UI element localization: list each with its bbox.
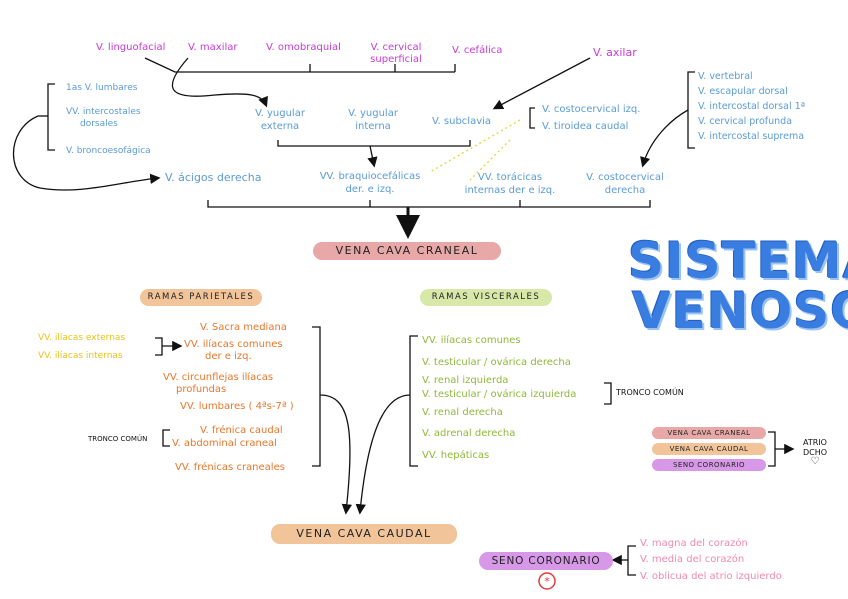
v-costocervical-derecha-1: V. costocervical — [586, 172, 664, 183]
v-cefalica: V. cefálica — [452, 45, 503, 56]
v-cervical-profunda: V. cervical profunda — [698, 116, 793, 127]
v-costocervical-izq: V. costocervical izq. — [542, 104, 641, 115]
v-abdominal-craneal: V. abdominal craneal — [172, 438, 277, 449]
visceral-iliacas-comunes: VV. ilíacas comunes — [422, 335, 521, 346]
v-oblicua-atrio: V. oblicua del atrio izquierdo — [640, 571, 782, 582]
vv-circunflejas-1: VV. circunflejas ilíacas — [163, 372, 274, 383]
vv-lumbares-47: VV. lumbares ( 4ªs-7ª ) — [180, 401, 294, 412]
right-blue-list: V. vertebral V. escapular dorsal V. inte… — [698, 69, 805, 144]
atrio-label-1: ATRIO — [803, 438, 827, 447]
title-sistema: SISTEMA — [628, 232, 848, 290]
v-yugular-interna-1: V. yugular — [348, 108, 398, 119]
v-media-corazon: V. media del corazón — [640, 554, 745, 565]
tronco-comun-right: TRONCO COMÚN — [616, 388, 684, 397]
legend-caudal: VENA CAVA CAUDAL — [652, 443, 766, 455]
vv-braquiocefalicas-1: VV. braquiocefálicas — [319, 171, 421, 182]
v-sacra-mediana: V. Sacra mediana — [200, 322, 287, 333]
title-venoso: VENOSO — [632, 282, 848, 340]
v-intercostal-dorsal: V. intercostal dorsal 1ª — [698, 101, 806, 112]
vv-toracicas-1: VV. torácicas — [477, 172, 543, 183]
ramas-parietales-label: RAMAS PARIETALES — [140, 289, 262, 306]
v-vertebral: V. vertebral — [698, 71, 753, 82]
v-yugular-interna-2: interna — [355, 121, 391, 132]
v-frenica-caudal: V. frénica caudal — [200, 425, 283, 436]
visceral-testicular-derecha: V. testicular / ovárica derecha — [422, 357, 571, 368]
tronco-comun-left: TRONCO COMÚN — [88, 435, 148, 443]
v-intercostal-suprema: V. intercostal suprema — [698, 131, 805, 142]
v-yugular-externa-1: V. yugular — [255, 108, 305, 119]
vv-intercostales-1: VV. intercostales — [66, 107, 141, 117]
legend-craneal: VENA CAVA CRANEAL — [652, 427, 766, 439]
v-escapular-dorsal: V. escapular dorsal — [698, 86, 788, 97]
seno-coronario-label: SENO CORONARIO — [479, 552, 613, 570]
v-linguofacial: V. linguofacial — [96, 42, 166, 53]
vv-iliacas-internas: VV. ilíacas internas — [38, 351, 123, 361]
v-costocervical-derecha-2: derecha — [604, 185, 646, 196]
v-axilar: V. axilar — [593, 46, 637, 59]
v-azigos-derecha: V. ácigos derecha — [165, 171, 262, 184]
v-omobraquial: V. omobraquial — [266, 42, 341, 53]
legend-seno: SENO CORONARIO — [652, 459, 766, 471]
visceral-renal-izquierda: V. renal izquierda — [422, 375, 509, 386]
vv-frenicas-craneales: VV. frénicas craneales — [175, 462, 285, 473]
atrio-label-2: DCHO — [802, 448, 828, 457]
visceral-testicular-izquierda: V. testicular / ovárica izquierda — [422, 389, 577, 400]
v-broncoesofagica: V. broncoesofágica — [66, 146, 151, 156]
v-maxilar: V. maxilar — [188, 42, 238, 53]
v-lumbares-1as: 1as V. lumbares — [66, 83, 138, 93]
vv-iliacas-comunes-p1: VV. ilíacas comunes — [184, 339, 283, 350]
ramas-viscerales-label: RAMAS VISCERALES — [420, 289, 552, 306]
vv-iliacas-externas: VV. ilíacas externas — [38, 333, 126, 343]
visceral-adrenal-derecha: V. adrenal derecha — [422, 428, 516, 439]
vv-iliacas-comunes-p2: der e izq. — [205, 351, 252, 362]
v-subclavia: V. subclavia — [432, 116, 492, 127]
heart-icon: ♡ — [810, 456, 820, 467]
vv-intercostales-2: dorsales — [80, 119, 118, 129]
marker-circle — [538, 572, 556, 590]
visceral-renal-derecha: V. renal derecha — [422, 407, 503, 418]
v-cervical-superficial-2: superficial — [370, 54, 422, 65]
vv-braquiocefalicas-2: der. e izq. — [345, 184, 395, 195]
vena-cava-craneal-label: VENA CAVA CRANEAL — [313, 242, 501, 260]
v-cervical-superficial-1: V. cervical — [370, 42, 422, 53]
vv-toracicas-2: internas der e izq. — [464, 185, 556, 196]
visceral-hepaticas: VV. hepáticas — [422, 450, 490, 461]
vv-circunflejas-2: profundas — [176, 384, 227, 395]
v-tiroidea-caudal: V. tiroidea caudal — [542, 121, 629, 132]
v-magna-corazon: V. magna del corazón — [640, 538, 748, 549]
visceral-list: VV. ilíacas comunes V. testicular / ovár… — [422, 330, 576, 468]
svg-text:*: * — [544, 575, 550, 588]
v-yugular-externa-2: externa — [260, 121, 300, 132]
vena-cava-caudal-label: VENA CAVA CAUDAL — [271, 524, 457, 544]
